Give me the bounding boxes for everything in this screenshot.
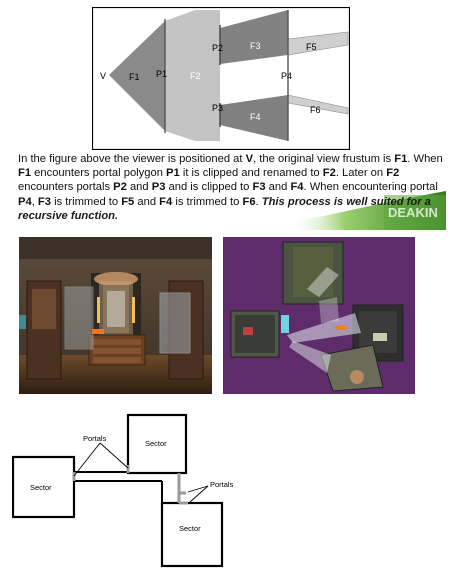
watermark-logo: DEAKIN: [388, 205, 438, 220]
portals-pointer: [189, 485, 209, 503]
caption-text: .: [255, 195, 262, 208]
label-f2: F2: [190, 71, 201, 81]
caption-text: and: [265, 181, 291, 194]
frustum-f2: [165, 10, 220, 141]
sector-diagram: Sector Sector Sector Portals Portals: [12, 413, 234, 568]
caption-term: P4: [18, 195, 32, 208]
viewer-label: V: [100, 71, 106, 81]
caption-term: F2: [322, 167, 336, 180]
caption-term: P3: [151, 181, 166, 194]
caption-term: F1: [18, 167, 32, 180]
render-interior-view: [19, 237, 212, 394]
caption-term: F4: [159, 195, 173, 208]
caption-term: F4: [290, 181, 304, 194]
sector-label: Sector: [179, 524, 201, 533]
caption-text: is trimmed to: [50, 195, 122, 208]
caption-term: F3: [252, 181, 266, 194]
label-p1: P1: [156, 69, 167, 79]
label-f5: F5: [306, 42, 317, 52]
caption-text: ,: [31, 195, 38, 208]
portals-pointer: [73, 442, 101, 477]
label-f3: F3: [250, 41, 261, 51]
frustum-f1: [109, 21, 165, 131]
sector-label: Sector: [30, 483, 52, 492]
caption-text: .: [407, 153, 411, 165]
label-f4: F4: [250, 112, 261, 122]
portals-label: Portals: [210, 480, 234, 489]
sector-bottom: [160, 501, 224, 568]
caption-text: and: [126, 181, 152, 194]
label-f6: F6: [310, 105, 321, 115]
caption-text: . When encountering portal: [303, 181, 438, 194]
sector-label: Sector: [145, 439, 167, 448]
caption-text: . Later on: [335, 167, 384, 180]
caption-text: is trimmed to: [172, 195, 243, 208]
label-f1: F1: [129, 72, 140, 82]
caption-text: In the figure above the viewer is positi…: [18, 153, 246, 165]
frustum-diagram: V F1 P1 F2 P2 F3 F5 P4 P3 F6 F4: [92, 7, 350, 150]
render-top-down-map: [223, 237, 415, 394]
caption-term: F2: [386, 167, 400, 180]
caption-term: F3: [37, 195, 51, 208]
caption-text: and: [134, 195, 160, 208]
caption-term: F5: [121, 195, 135, 208]
caption-text: encounters portals: [18, 181, 114, 194]
caption-emphasis: This process is well suited for a recurs…: [18, 195, 431, 222]
banner-strip: DEAKIN: [290, 191, 446, 230]
caption-paragraph: In the figure above the viewer is positi…: [18, 152, 446, 223]
caption-text: encounters portal polygon: [31, 167, 167, 180]
caption-term: F1: [394, 153, 408, 165]
portals-label: Portals: [83, 434, 107, 443]
label-p4: P4: [281, 71, 292, 81]
caption-text: When: [413, 153, 443, 165]
caption-term: V: [245, 153, 254, 165]
caption-term: F6: [242, 195, 256, 208]
label-p3: P3: [212, 103, 223, 113]
label-p2: P2: [212, 43, 223, 53]
caption-term: P2: [113, 181, 127, 194]
sector-top: [126, 413, 188, 475]
caption-term: P1: [166, 167, 180, 180]
portals-pointer: [99, 442, 129, 469]
caption-text: and is clipped to: [165, 181, 253, 194]
frustum-f3: [220, 10, 288, 64]
sector-left: [12, 455, 76, 519]
portals-pointer: [187, 485, 209, 493]
caption-text: it is clipped and renamed to: [179, 167, 323, 180]
banner-block: [384, 195, 446, 230]
frustum-f4: [220, 95, 288, 141]
caption-text: , the original view frustum is: [253, 153, 395, 165]
